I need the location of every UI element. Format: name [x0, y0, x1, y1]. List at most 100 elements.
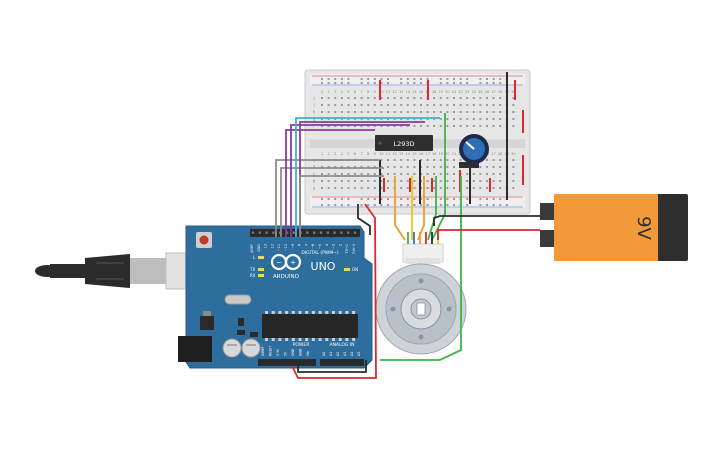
column-number: 13 [399, 90, 403, 94]
power-label: POWER [293, 342, 310, 348]
column-number: 18 [432, 90, 436, 94]
column-number: 2 [327, 90, 329, 94]
column-number: 7 [360, 90, 362, 94]
wires [275, 113, 540, 379]
column-number: 10 [379, 152, 383, 156]
analog-pin-label: A3 [343, 352, 347, 356]
dc-motor[interactable] [375, 243, 467, 355]
column-number: 1 [321, 152, 323, 156]
power-pin-label: GND [291, 348, 295, 356]
crystal [224, 294, 252, 305]
arduino-model: UNO [311, 260, 336, 273]
column-number: 17 [425, 152, 429, 156]
digital-pin-label: ~6 [311, 244, 315, 249]
column-number: 14 [406, 90, 411, 94]
digital-pin-label: 12 [270, 244, 274, 248]
row-letter: i [313, 103, 314, 108]
power-pin-label: 5V [284, 351, 288, 356]
column-number: 19 [439, 152, 443, 156]
potentiometer[interactable] [459, 134, 489, 168]
column-number: 27 [491, 152, 495, 156]
arduino-brand: ARDUINO [273, 274, 300, 280]
column-number: 8 [367, 90, 369, 94]
column-number: 11 [386, 152, 390, 156]
column-number: 19 [439, 90, 443, 94]
column-number: 7 [360, 152, 362, 156]
power-header[interactable] [258, 359, 316, 366]
digital-header[interactable] [250, 229, 360, 237]
voltage-regulator [200, 316, 214, 330]
analog-pin-label: A4 [350, 352, 354, 356]
l293d-chip[interactable]: L293D [375, 135, 433, 151]
column-number: 20 [445, 90, 449, 94]
breadboard-jumpers [379, 72, 524, 204]
svg-text:+: + [290, 259, 296, 267]
column-number: 16 [419, 90, 423, 94]
column-number: 30 [511, 152, 515, 156]
power-jack[interactable] [178, 336, 212, 362]
column-number: 5 [347, 90, 349, 94]
column-number: 30 [511, 90, 515, 94]
svg-text:RX: RX [250, 273, 256, 278]
column-number: 20 [445, 152, 449, 156]
analog-pin-label: A0 [322, 352, 326, 356]
row-letter: f [313, 124, 315, 129]
column-number: 25 [478, 90, 482, 94]
digital-pin-label: ~3 [332, 244, 336, 249]
row-letter: a [313, 186, 316, 191]
column-number: 12 [392, 90, 396, 94]
digital-pin-label: TX→1 [345, 244, 349, 254]
digital-pin-label: 4 [325, 244, 329, 246]
digital-pin-label: GND [257, 244, 261, 252]
column-number: 5 [347, 152, 349, 156]
row-letter: j [312, 96, 314, 101]
analog-pin-label: A2 [336, 352, 340, 356]
column-number: 14 [406, 152, 411, 156]
power-pin-label: GND [299, 348, 303, 356]
column-number: 18 [432, 152, 436, 156]
column-number: 8 [367, 152, 369, 156]
analog-pin-label: A5 [357, 352, 361, 356]
column-number: 4 [341, 90, 344, 94]
capacitor [222, 338, 242, 358]
arduino-logo: − + [270, 253, 302, 271]
row-letter: b [313, 179, 316, 184]
column-number: 9 [374, 152, 376, 156]
row-letter: d [313, 165, 316, 170]
column-number: 11 [386, 90, 390, 94]
capacitor [241, 338, 261, 358]
digital-pin-label: 7 [304, 244, 308, 246]
row-letter: c [313, 172, 315, 177]
row-letter: g [313, 117, 316, 122]
svg-text:TX: TX [249, 267, 255, 272]
digital-pin-label: ~10 [284, 244, 288, 251]
column-number: 9 [374, 90, 376, 94]
analog-label: ANALOG IN [329, 342, 354, 348]
l293d-label: L293D [393, 140, 414, 148]
svg-text:L: L [253, 255, 256, 260]
column-number: 13 [399, 152, 403, 156]
column-number: 1 [321, 90, 323, 94]
power-pin-label: 3.3V [276, 348, 280, 356]
digital-pin-label: AREF [250, 244, 254, 253]
column-number: 27 [491, 90, 495, 94]
column-number: 28 [498, 90, 502, 94]
row-letter: h [313, 110, 316, 115]
power-pin-label: Vin [306, 351, 310, 356]
analog-header[interactable] [320, 359, 364, 366]
battery-9v[interactable]: 9V [540, 194, 688, 261]
analog-pin-label: A1 [329, 352, 333, 356]
column-number: 15 [412, 152, 416, 156]
column-number: 4 [341, 152, 344, 156]
column-number: 26 [485, 90, 489, 94]
led-l [258, 256, 264, 259]
led-on [344, 268, 350, 271]
digital-pin-label: 2 [338, 244, 342, 246]
digital-label: DIGITAL (PWM~) [301, 250, 339, 256]
digital-pin-label: ~5 [318, 244, 322, 249]
svg-text:ON: ON [352, 267, 358, 272]
column-number: 21 [452, 152, 456, 156]
